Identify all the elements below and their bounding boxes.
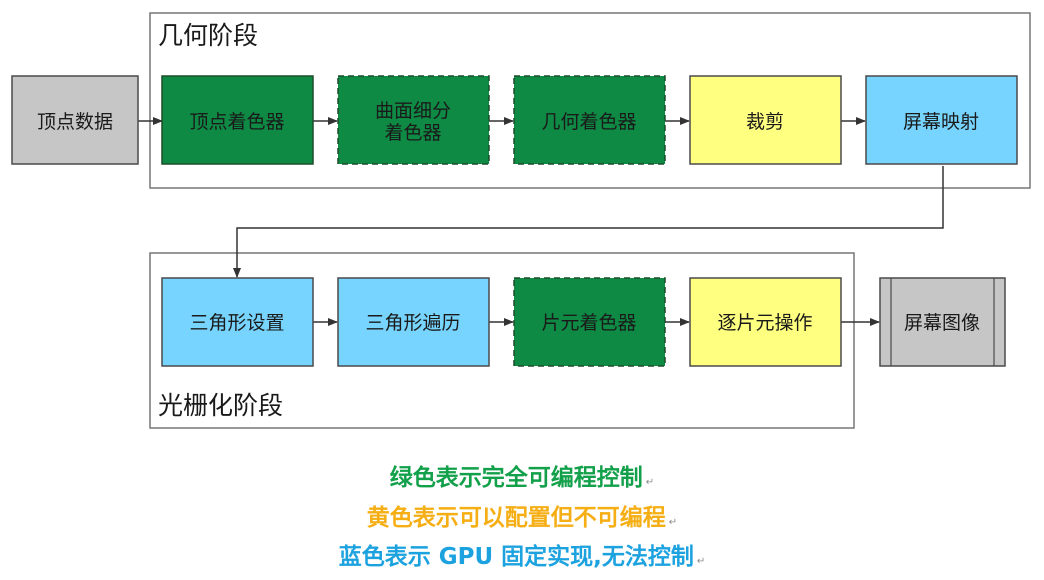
geometry-stage-title: 几何阶段 [158, 21, 258, 50]
node-vertex-data-label: 顶点数据 [37, 111, 113, 133]
legend-green-text: 绿色表示完全可编程控制 [389, 465, 643, 491]
node-tessellation-shader: 曲面细分着色器 [337, 75, 490, 165]
node-screen-image-label: 屏幕图像 [904, 312, 980, 334]
node-screen-image: 屏幕图像 [879, 277, 1006, 367]
legend-blue: 蓝色表示 GPU 固定实现,无法控制↵ [0, 543, 1044, 576]
arrow-screen-mapping-to-triangle-setup [233, 166, 944, 278]
node-label-line: 屏幕映射 [903, 111, 979, 133]
raster-stage-frame [149, 252, 855, 429]
geometry-stage-frame [149, 12, 1031, 189]
node-triangle-traversal: 三角形遍历 [337, 277, 490, 367]
node-label-line: 屏幕图像 [904, 312, 980, 334]
legend-green: 绿色表示完全可编程控制↵ [0, 464, 1044, 497]
node-screen-mapping-label: 屏幕映射 [903, 111, 979, 133]
paragraph-mark: ↵ [668, 517, 678, 528]
node-vertex-data: 顶点数据 [11, 75, 139, 165]
node-label-line: 逐片元操作 [717, 312, 812, 334]
node-per-fragment-ops-label: 逐片元操作 [717, 312, 812, 334]
legend-blue-text: 蓝色表示 GPU 固定实现,无法控制 [338, 544, 694, 570]
node-triangle-traversal-label: 三角形遍历 [365, 312, 460, 334]
node-geometry-shader: 几何着色器 [513, 75, 666, 165]
node-fragment-shader-label: 片元着色器 [541, 312, 636, 334]
node-label-line: 三角形设置 [189, 312, 284, 334]
node-label-line: 顶点数据 [37, 111, 113, 133]
node-triangle-setup: 三角形设置 [161, 277, 314, 367]
node-tessellation-shader-label: 曲面细分着色器 [375, 100, 451, 144]
node-clipping-label: 裁剪 [746, 111, 784, 133]
node-triangle-setup-label: 三角形设置 [189, 312, 284, 334]
node-fragment-shader: 片元着色器 [513, 277, 666, 367]
paragraph-mark: ↵ [696, 556, 706, 567]
node-label-line: 曲面细分 [375, 100, 451, 122]
node-clipping: 裁剪 [689, 75, 842, 165]
node-label-line: 裁剪 [746, 111, 784, 133]
raster-stage-title: 光栅化阶段 [158, 391, 283, 420]
legend-yellow: 黄色表示可以配置但不可编程↵ [0, 504, 1044, 537]
node-per-fragment-ops: 逐片元操作 [689, 277, 842, 367]
node-label-line: 几何着色器 [541, 111, 636, 133]
node-label-line: 顶点着色器 [189, 111, 284, 133]
connectors [138, 117, 944, 326]
node-label-line: 着色器 [384, 122, 441, 144]
node-vertex-shader-label: 顶点着色器 [189, 111, 284, 133]
paragraph-mark: ↵ [645, 477, 655, 488]
node-geometry-shader-label: 几何着色器 [541, 111, 636, 133]
legend-yellow-text: 黄色表示可以配置但不可编程 [366, 505, 666, 531]
node-screen-mapping: 屏幕映射 [865, 75, 1018, 165]
node-vertex-shader: 顶点着色器 [161, 75, 314, 165]
node-label-line: 片元着色器 [541, 312, 636, 334]
node-label-line: 三角形遍历 [365, 312, 460, 334]
